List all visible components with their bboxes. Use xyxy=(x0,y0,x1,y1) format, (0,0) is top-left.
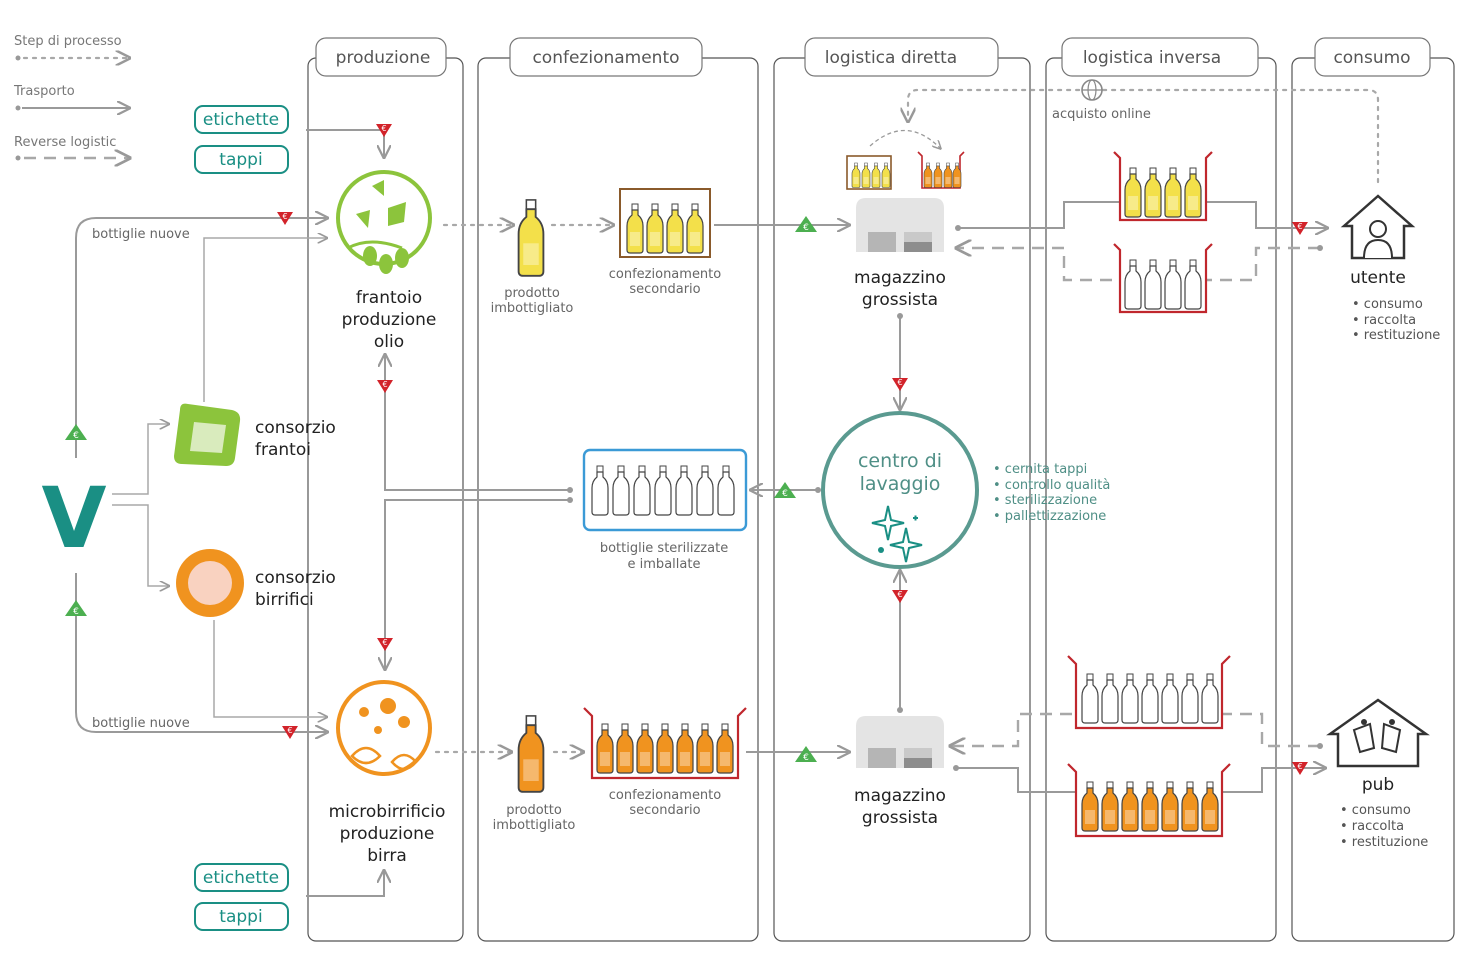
user-step-2: • raccolta xyxy=(1352,313,1416,328)
online-purchase: acquisto online xyxy=(908,79,1380,184)
washing-centre: centro di lavaggio • cernita tappi • con… xyxy=(821,313,1110,713)
user-step-3: • restituzione xyxy=(1352,328,1440,343)
consortium-beer-line1: consorzio xyxy=(255,568,336,588)
reverse-logistics-bottom xyxy=(952,655,1324,838)
washing-step-3: • sterilizzazione xyxy=(993,493,1097,508)
mini-crates xyxy=(846,129,965,190)
bottled-beer-line2: imbottigliato xyxy=(493,818,576,833)
pub-step-2: • raccolta xyxy=(1340,819,1404,834)
secondary-oil-line2: secondario xyxy=(629,282,700,297)
warehouse-top-line2: grossista xyxy=(862,290,938,310)
sterilized-return-lines xyxy=(377,356,573,668)
labels-tag-top: etichette xyxy=(203,110,279,130)
washing-step-2: • controllo qualità xyxy=(993,478,1110,493)
producer-oil-line3: olio xyxy=(374,332,404,352)
input-tags: etichette tappi etichette tappi xyxy=(194,105,289,931)
consortium-oil-line1: consorzio xyxy=(255,418,336,438)
new-bottles-label-bottom: bottiglie nuove xyxy=(92,716,190,731)
caps-tag-bottom: tappi xyxy=(219,907,262,927)
bottled-oil-line1: prodotto xyxy=(504,286,560,301)
oil-bottle-icon xyxy=(517,198,545,277)
person-icon xyxy=(1369,220,1387,238)
column-title-confezionamento: confezionamento xyxy=(532,48,679,68)
bottled-beer-line1: prodotto xyxy=(506,803,562,818)
warehouse-top-line1: magazzino xyxy=(854,268,946,288)
legend-reverse-logistic: Reverse logistic xyxy=(14,135,116,150)
legend: Step di processo Trasporto Reverse logis… xyxy=(13,34,128,161)
sparkle-icon xyxy=(871,505,905,541)
origin-logo: V xyxy=(41,469,106,567)
column-title-consumo: consumo xyxy=(1333,48,1410,68)
producer-beer-line3: birra xyxy=(367,846,407,866)
bottled-oil-line2: imbottigliato xyxy=(491,301,574,316)
consumer-user: utente • consumo • raccolta • restituzio… xyxy=(1340,194,1440,343)
consortium-beer: consorzio birrifici xyxy=(176,549,336,617)
washing-step-1: • cernita tappi xyxy=(993,462,1087,477)
labels-tag-bottom: etichette xyxy=(203,868,279,888)
producer-beer: microbirrificio produzione birra xyxy=(329,680,446,866)
secondary-beer-line2: secondario xyxy=(629,803,700,818)
reverse-logistics-top xyxy=(955,151,1326,314)
user-step-1: • consumo xyxy=(1352,297,1423,312)
washing-title-line1: centro di xyxy=(858,450,942,472)
washing-step-4: • pallettizzazione xyxy=(993,509,1106,524)
pub-step-1: • consumo xyxy=(1340,803,1411,818)
beer-bottle-icon xyxy=(517,714,545,793)
warehouse-top: magazzino grossista xyxy=(854,198,946,310)
column-title-logistica-diretta: logistica diretta xyxy=(825,48,957,68)
warehouse-bottom: magazzino grossista xyxy=(854,716,946,828)
column-frames: produzione confezionamento logistica dir… xyxy=(307,37,1455,942)
column-title-logistica-inversa: logistica inversa xyxy=(1083,48,1221,68)
washing-title-line2: lavaggio xyxy=(860,473,941,495)
legend-process-step: Step di processo xyxy=(14,34,122,49)
secondary-beer-line1: confezionamento xyxy=(609,788,722,803)
legend-transport: Trasporto xyxy=(13,84,75,99)
secondary-oil-line1: confezionamento xyxy=(609,267,722,282)
consortium-oil: consorzio frantoi xyxy=(174,403,336,466)
warehouse-bottom-line1: magazzino xyxy=(854,786,946,806)
producer-beer-line2: produzione xyxy=(340,824,435,844)
sterilized-bottles: bottiglie sterilizzate e imballate xyxy=(582,448,821,572)
warehouse-bottom-line2: grossista xyxy=(862,808,938,828)
oil-packaging-row: prodotto imbottigliato confezionamento s… xyxy=(442,188,848,316)
sterilized-line1: bottiglie sterilizzate xyxy=(600,541,728,556)
origin-logo-letter: V xyxy=(41,469,106,567)
new-bottles-label-top: bottiglie nuove xyxy=(92,227,190,242)
producer-oil-line1: frantoio xyxy=(356,288,422,308)
consumer-pub: pub • consumo • raccolta • restituzione xyxy=(1326,698,1430,850)
beer-mugs-icon xyxy=(1352,722,1376,754)
pub-step-3: • restituzione xyxy=(1340,835,1428,850)
consortium-oil-line2: frantoi xyxy=(255,440,311,460)
left-transport-lines: bottiglie nuove bottiglie nuove xyxy=(65,124,392,897)
consumer-pub-label: pub xyxy=(1362,775,1394,795)
pub-house-icon xyxy=(1326,698,1430,768)
consumer-user-label: utente xyxy=(1350,268,1406,288)
column-title-produzione: produzione xyxy=(336,48,431,68)
producer-beer-line1: microbirrificio xyxy=(329,802,446,822)
online-purchase-label: acquisto online xyxy=(1052,107,1151,122)
producer-oil-line2: produzione xyxy=(342,310,437,330)
consortium-beer-line2: birrifici xyxy=(255,590,314,610)
beer-packaging-row: prodotto imbottigliato confezionamento s… xyxy=(434,707,848,833)
sterilized-line2: e imballate xyxy=(628,557,701,572)
caps-tag-top: tappi xyxy=(219,150,262,170)
producer-oil: frantoio produzione olio xyxy=(336,170,437,352)
